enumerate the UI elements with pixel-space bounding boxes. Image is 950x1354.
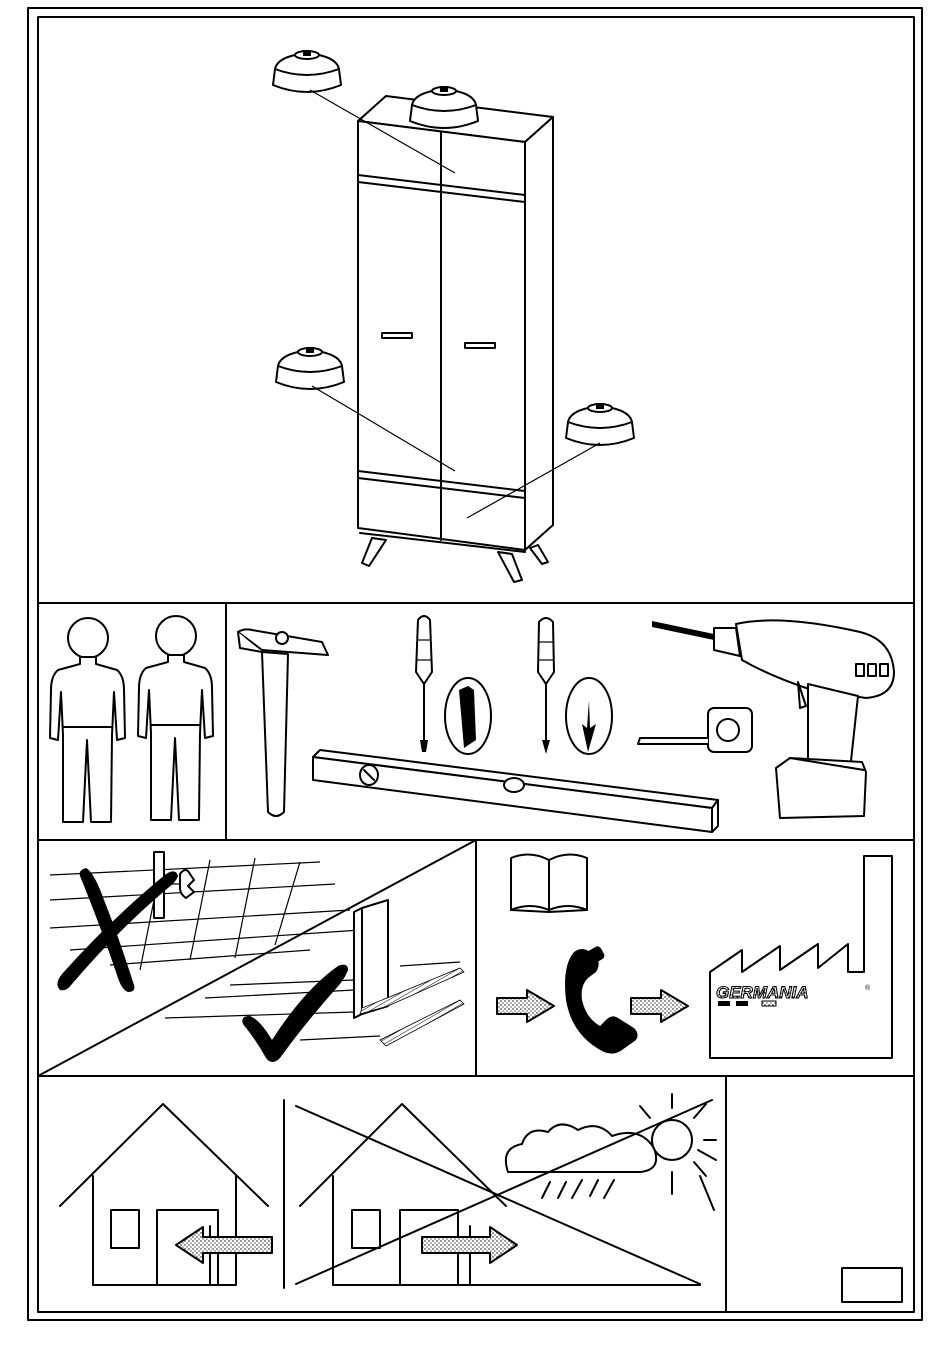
spirit-level-icon <box>313 750 718 832</box>
arrow-inside-icon <box>176 1227 272 1263</box>
page-number-box <box>842 1268 902 1302</box>
open-book-icon <box>511 854 587 912</box>
arrow-to-phone-icon <box>497 990 554 1022</box>
wrong-wall-fixing <box>50 852 360 992</box>
cloud-icon <box>506 1124 656 1172</box>
floor-guidance <box>38 840 476 1076</box>
cabinet-with-felt-pads <box>273 50 634 582</box>
cross-out-icon <box>296 1100 712 1284</box>
cordless-drill-icon <box>652 620 894 818</box>
arrow-to-factory-icon <box>631 990 688 1022</box>
weather-icon <box>296 1094 716 1285</box>
hammer-icon <box>238 629 328 816</box>
wardrobe-illustration <box>358 96 553 582</box>
brand-registered-mark: ® <box>865 984 871 992</box>
tape-measure-icon <box>638 708 752 752</box>
phone-icon <box>565 945 638 1054</box>
factory-icon <box>710 856 892 1058</box>
phillips-screwdriver-icon <box>538 618 612 754</box>
person-icon <box>50 616 213 822</box>
flat-screwdriver-icon <box>416 616 491 754</box>
rain-icon <box>542 1180 614 1198</box>
house-icon <box>60 1104 272 1285</box>
correct-floor-fixing <box>165 900 464 1062</box>
brand-name: GERMANIA <box>716 983 809 1002</box>
